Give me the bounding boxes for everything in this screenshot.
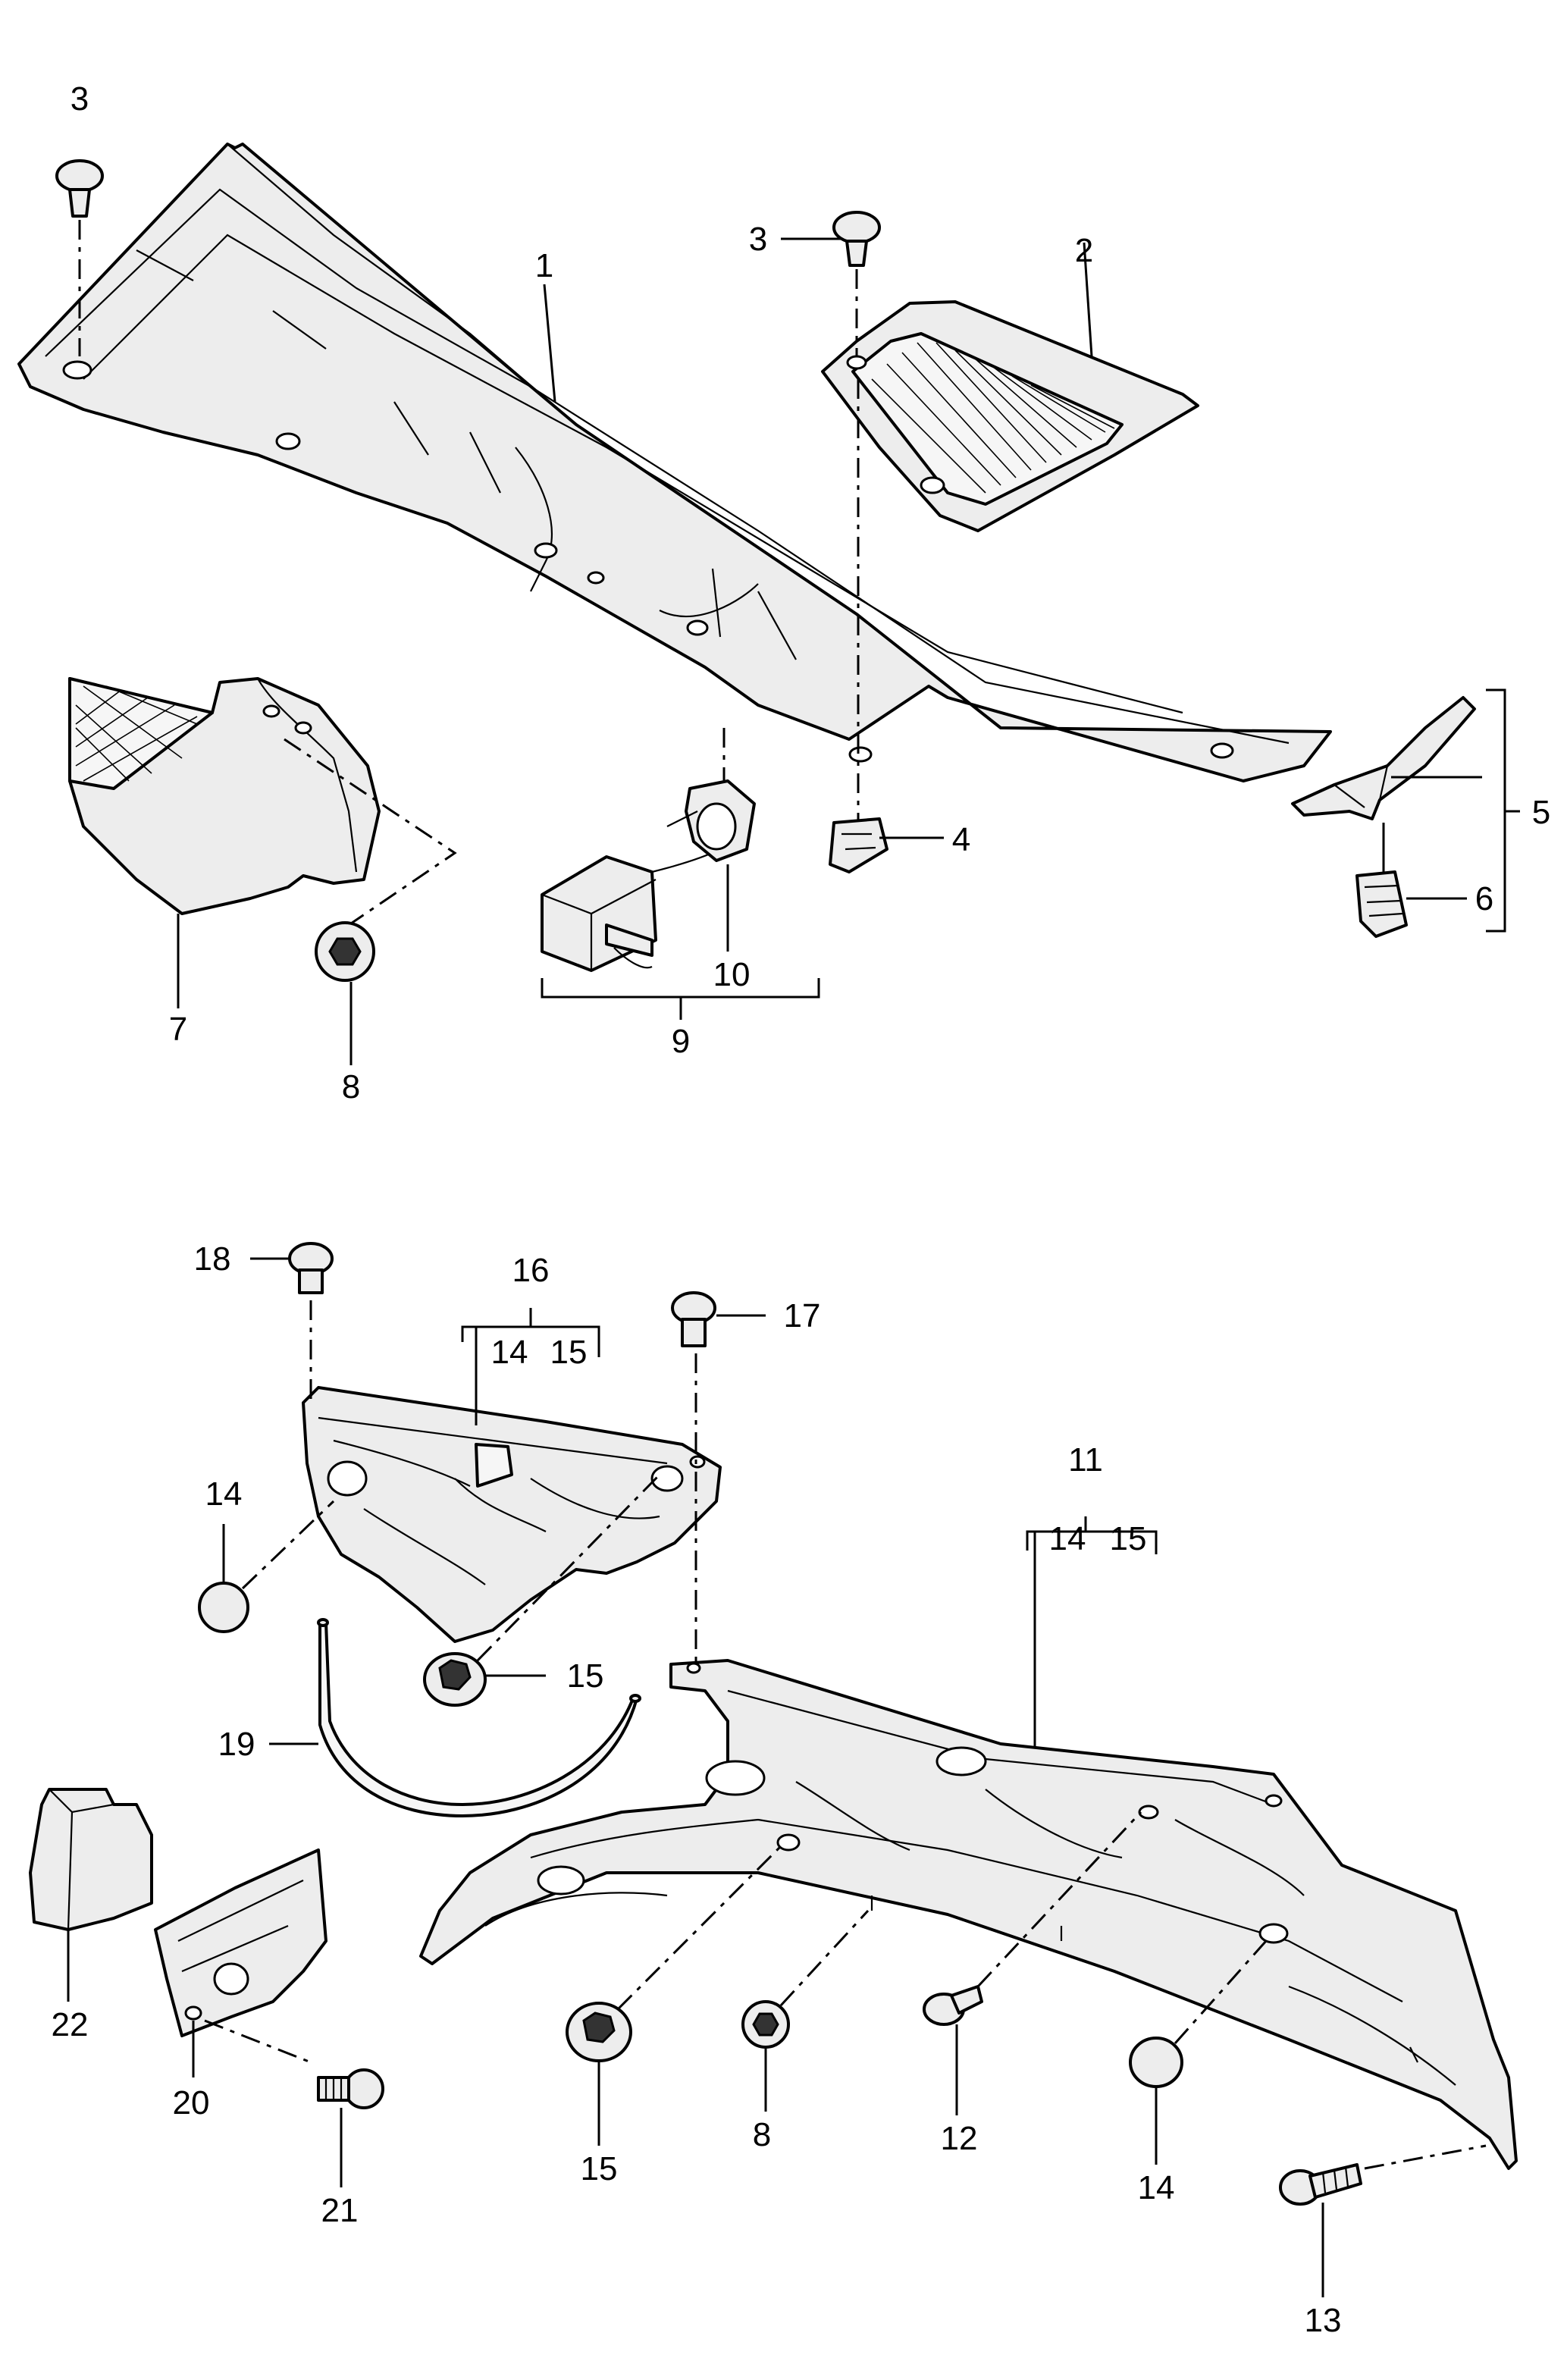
expanding-rivet[interactable] — [317, 2068, 384, 2109]
label-11-sub-14: 14 — [1049, 1520, 1086, 1557]
side-cover[interactable] — [821, 300, 1199, 532]
cowl-cover[interactable] — [17, 143, 1332, 782]
lower-leader-lines — [67, 1257, 1324, 2297]
plug-left[interactable] — [198, 1500, 335, 1633]
screw-top-right[interactable] — [671, 1291, 716, 1664]
clip-nut[interactable] — [829, 817, 888, 873]
label-14-left: 14 — [205, 1475, 243, 1513]
label-21: 21 — [321, 2192, 359, 2229]
label-17: 17 — [784, 1297, 821, 1334]
upper-leader-lines — [177, 237, 1520, 1065]
label-4: 4 — [952, 821, 970, 858]
label-7: 7 — [169, 1011, 187, 1048]
air-duct[interactable] — [68, 677, 457, 927]
sensor[interactable] — [541, 848, 721, 972]
label-3-left: 3 — [71, 80, 89, 118]
label-10: 10 — [713, 956, 751, 993]
lower-assembly: 18 16 14 15 17 11 14 15 14 15 19 22 20 2… — [29, 1240, 1518, 2339]
label-8-upper: 8 — [342, 1068, 360, 1105]
nut-upper[interactable] — [315, 921, 375, 982]
bracket-clip[interactable] — [1355, 823, 1408, 938]
grommet-bottom[interactable] — [566, 1841, 786, 2062]
partition-panel[interactable] — [419, 1659, 1518, 2170]
label-12: 12 — [941, 2120, 978, 2157]
label-1: 1 — [535, 247, 553, 284]
screw-13[interactable] — [1279, 2144, 1487, 2206]
label-9: 9 — [672, 1023, 690, 1060]
upper-assembly: 3 1 3 2 4 5 6 7 8 9 10 — [17, 80, 1550, 1105]
sensor-holder[interactable] — [666, 728, 756, 862]
label-3-right: 3 — [749, 221, 767, 258]
label-15-left: 15 — [567, 1657, 604, 1695]
bracket-20[interactable] — [154, 1848, 328, 2064]
bracket-kit-part[interactable] — [1291, 696, 1476, 820]
label-11-sub-15: 15 — [1110, 1520, 1147, 1557]
label-22: 22 — [52, 2006, 89, 2043]
hose[interactable] — [317, 1618, 641, 1817]
label-16-sub-14: 14 — [491, 1334, 528, 1371]
label-11: 11 — [1068, 1441, 1103, 1478]
label-20: 20 — [173, 2084, 210, 2121]
label-15-bottom: 15 — [581, 2150, 618, 2187]
label-2: 2 — [1075, 232, 1093, 269]
label-19: 19 — [218, 1726, 255, 1763]
label-18: 18 — [194, 1240, 231, 1278]
label-13: 13 — [1305, 2302, 1342, 2339]
label-16: 16 — [512, 1252, 550, 1289]
nut-bottom[interactable] — [741, 1909, 870, 2049]
label-6: 6 — [1475, 880, 1493, 917]
label-14-right: 14 — [1138, 2169, 1175, 2206]
grommet-left[interactable] — [423, 1473, 661, 1707]
cap-22[interactable] — [29, 1788, 153, 1931]
label-5: 5 — [1532, 794, 1550, 831]
air-duct-grid — [75, 685, 198, 782]
screw-top-left[interactable] — [288, 1242, 334, 1399]
clip-top-left[interactable] — [55, 159, 104, 356]
label-16-sub-15: 15 — [550, 1334, 588, 1371]
upper-labels: 3 1 3 2 4 5 6 7 8 9 10 — [71, 80, 1550, 1105]
heat-shield[interactable] — [302, 1386, 722, 1643]
screw-12[interactable] — [923, 1811, 1142, 2026]
side-cover-ribs — [871, 342, 1115, 494]
lower-labels: 18 16 14 15 17 11 14 15 14 15 19 22 20 2… — [52, 1240, 1342, 2339]
label-8-bottom: 8 — [753, 2116, 771, 2153]
clip-top-right[interactable] — [832, 211, 881, 356]
